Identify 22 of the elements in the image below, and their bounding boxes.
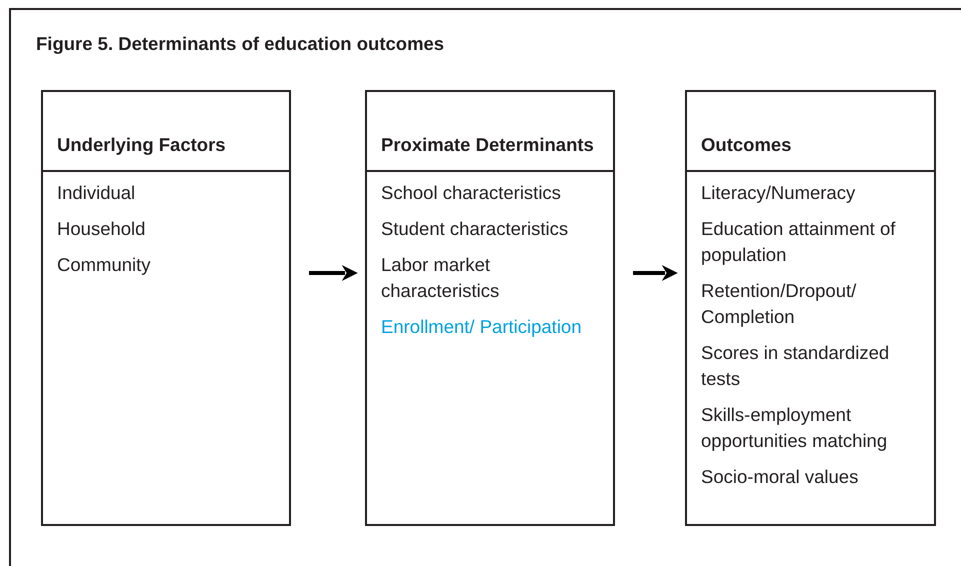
column-box [41,90,291,526]
list-item: Skills-employment opportunities matching [701,403,888,453]
column-box [685,90,936,526]
list-item: School characteristics [381,181,562,205]
column-heading: Underlying Factors [57,133,226,157]
list-item: Individual [57,181,136,205]
list-item: Student characteristics [381,217,570,241]
list-item: Literacy/Numeracy [701,181,856,205]
list-item: Socio-moral values [701,465,860,489]
list-item: Education attainment of population [701,217,896,267]
arrow [309,265,358,281]
list-item: Household [57,217,146,241]
column-heading: Outcomes [701,133,792,157]
column-heading: Proximate Determinants [381,133,594,157]
column-box [365,90,615,526]
list-item: Community [57,253,152,277]
list-item: Labor market characteristics [381,253,500,303]
list-item: Enrollment/ Participation [381,315,583,339]
figure-title: Figure 5. Determinants of education outcomes [36,33,444,55]
list-item: Scores in standardized tests [701,341,890,391]
list-item: Retention/Dropout/ Completion [701,279,858,329]
arrow [633,265,678,281]
